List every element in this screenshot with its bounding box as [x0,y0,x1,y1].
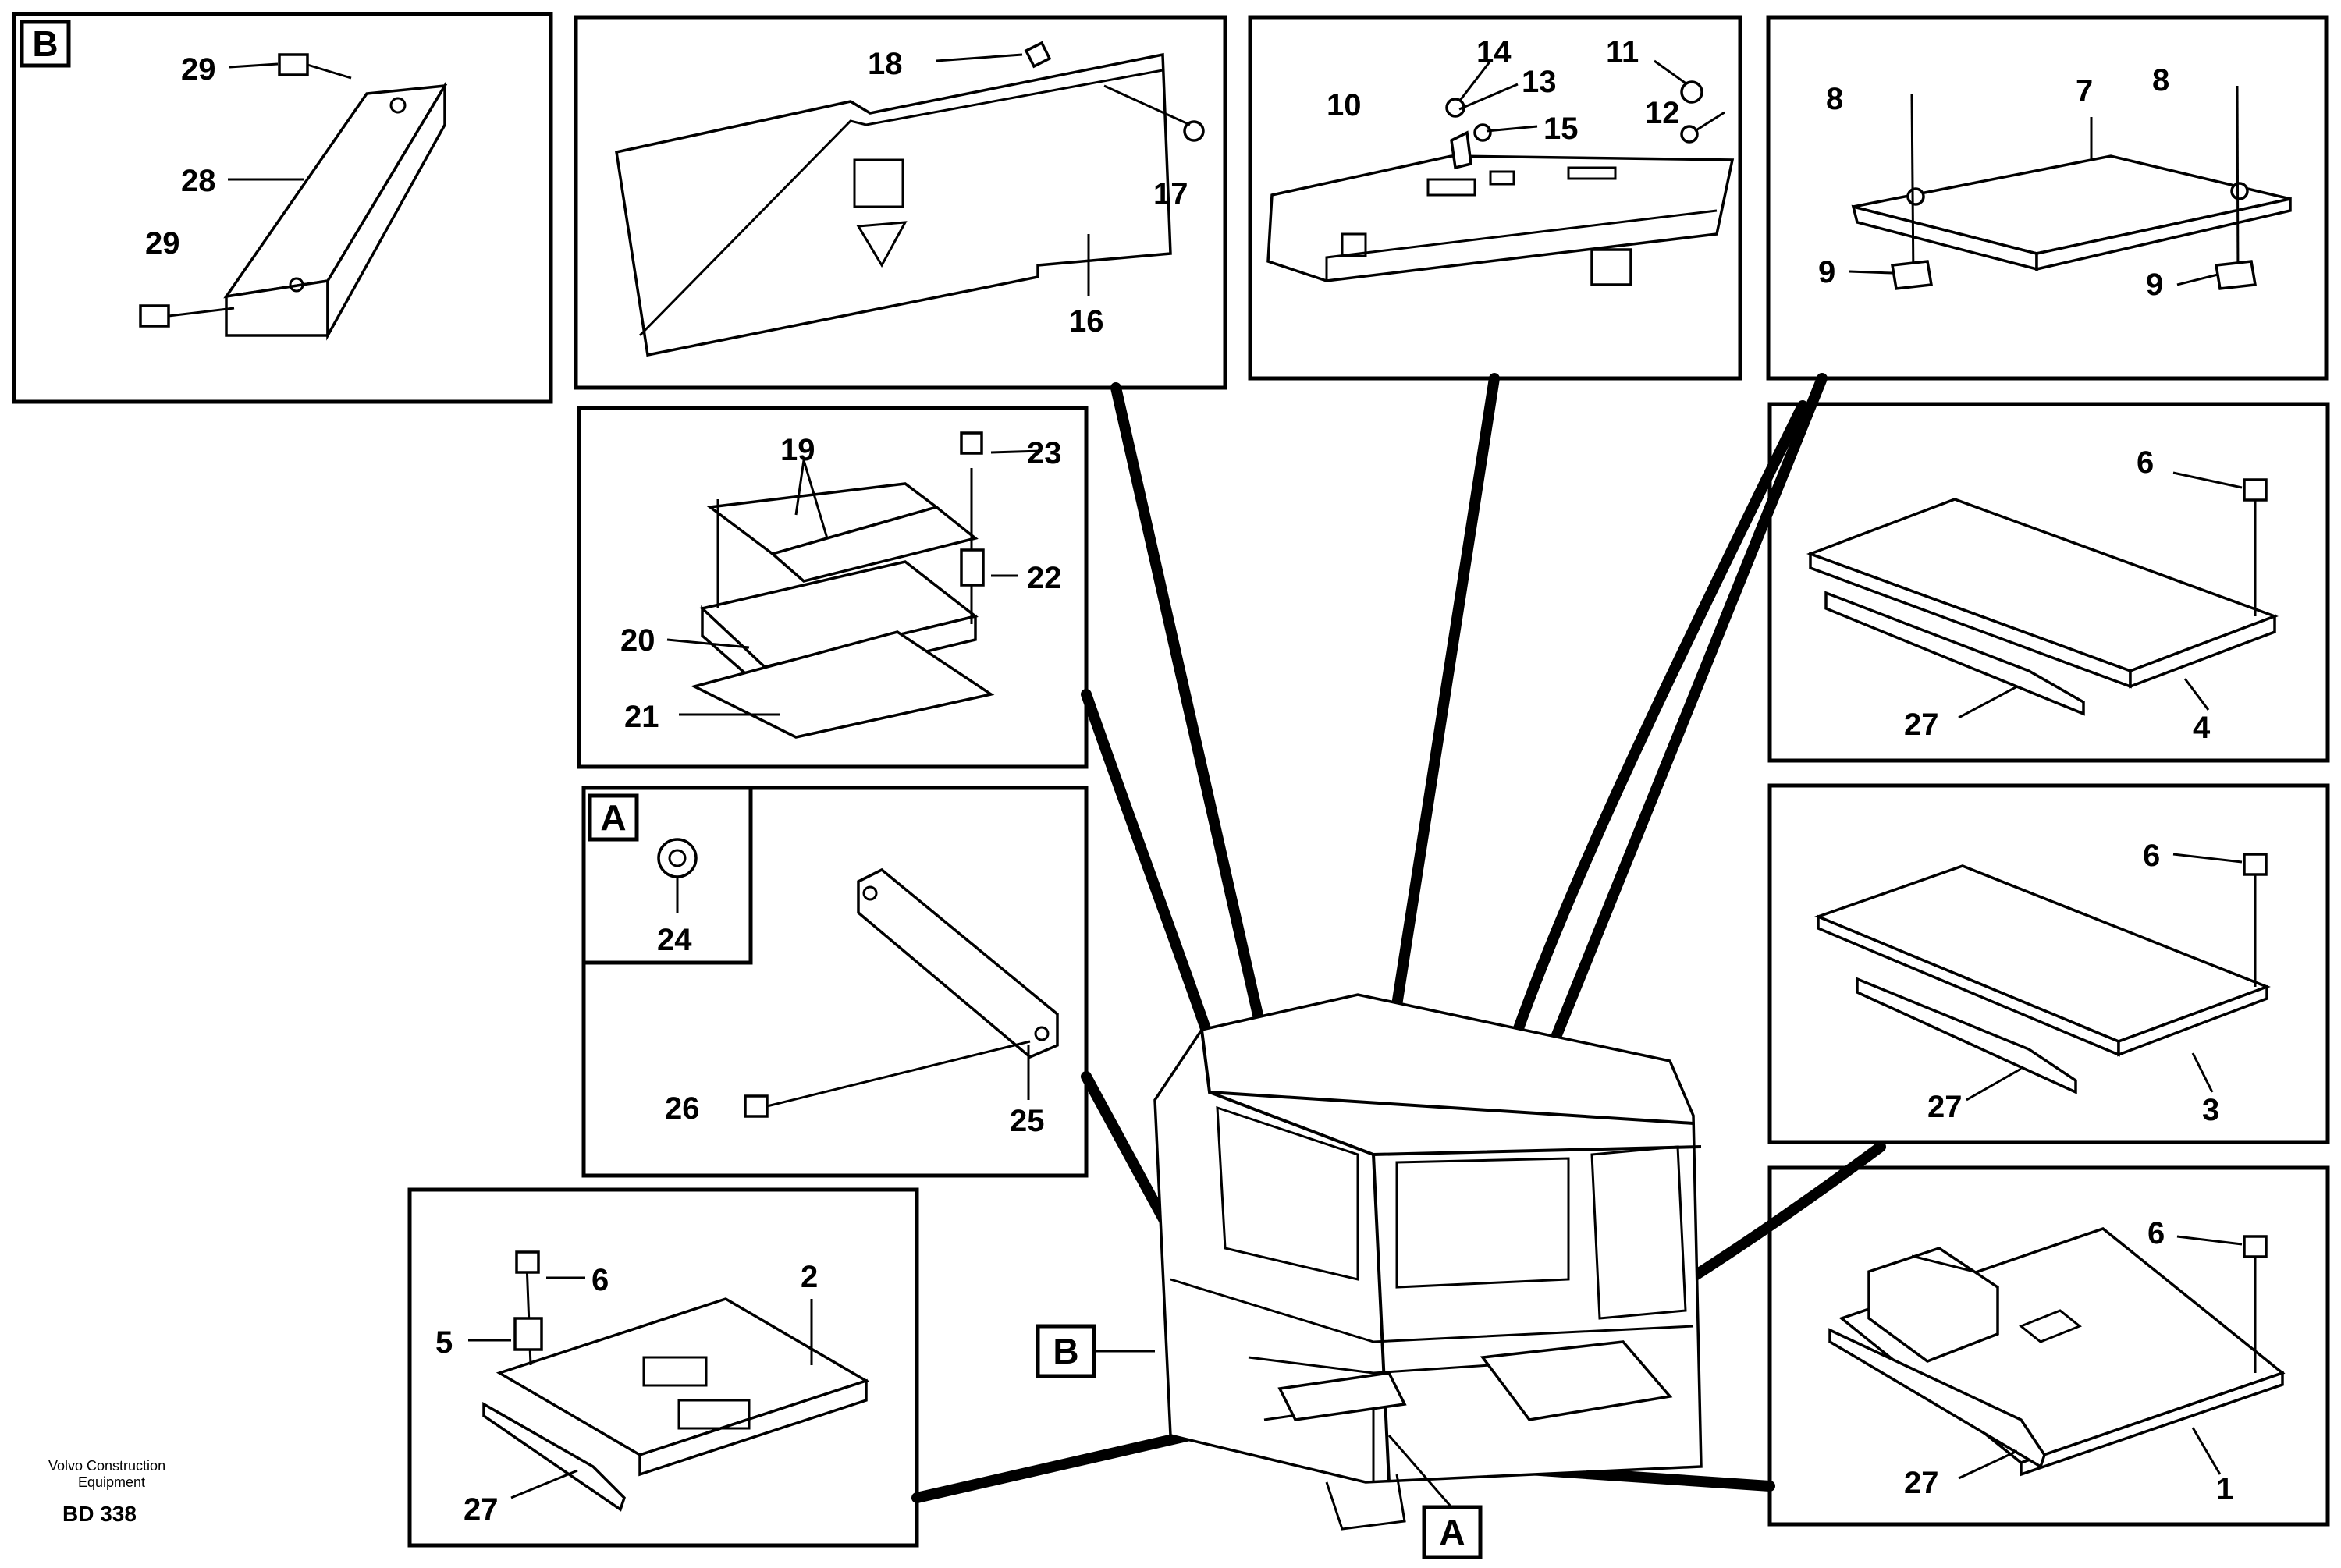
callout-6-panel3: 6 [2143,839,2160,873]
part-1-plate [1828,1227,2286,1480]
callout-23: 23 [1027,436,1062,470]
panel-a-subframe [581,786,753,965]
callout-8-left: 8 [1826,82,1843,116]
panel-b-frame [12,12,553,404]
callout-27-panel4: 27 [1904,708,1939,742]
cab-body [1153,993,1703,1531]
callout-27-panel1: 27 [1904,1466,1939,1500]
callout-29-upper: 29 [181,52,216,87]
part-28-bracket [223,80,448,341]
part-26-bolt [744,1040,1031,1118]
panel-7-frame [1766,15,2329,381]
callout-14: 14 [1476,35,1512,69]
panel-frames [12,12,2330,1548]
part-2-plate [468,1250,870,1512]
brand-line-1: Volvo Construction [48,1458,165,1474]
tag-a-inset-frame [588,793,639,842]
bolt-29-upper [229,53,352,80]
callout-4: 4 [2193,711,2211,745]
callout-19: 19 [780,433,815,467]
tag-b-inset-frame [20,20,71,68]
callout-3: 3 [2202,1093,2219,1127]
callout-22: 22 [1027,561,1062,595]
callout-27-panel2: 27 [464,1492,499,1527]
drawing-code: BD 338 [62,1502,137,1526]
part-3-tray [1814,853,2271,1102]
part-19-20-21-filter-stack [666,431,1043,739]
callout-12: 12 [1645,96,1680,130]
bolt-29-lower [139,304,235,328]
callout-20: 20 [620,623,655,658]
tag-b-inset: B [32,23,58,64]
panel-4-frame [1767,402,2330,763]
callouts: 29 28 29 18 17 16 14 13 15 10 11 12 8 7 … [145,35,2233,1527]
callout-28: 28 [181,164,216,198]
callout-2: 2 [801,1260,818,1294]
callout-26: 26 [665,1091,700,1126]
callout-8-right: 8 [2152,63,2169,98]
callout-9-left: 9 [1818,255,1835,289]
panel-2-frame [407,1187,919,1548]
callout-13: 13 [1522,65,1557,99]
panel-25-frame [581,786,1089,1178]
callout-21: 21 [624,700,659,734]
part-10-plate [1266,59,1735,286]
panel-19-frame [577,406,1089,769]
panel-1-frame [1767,1165,2330,1527]
part-16-cover [615,41,1205,357]
panel-16-frame [574,15,1227,390]
tag-a-inset: A [600,797,626,838]
tag-a-main: A [1439,1512,1465,1552]
callout-17: 17 [1153,177,1188,211]
callout-7: 7 [2076,74,2093,108]
callout-5: 5 [435,1325,453,1360]
callout-16: 16 [1069,304,1104,339]
tag-b-main: B [1053,1331,1078,1371]
callout-6-panel1: 6 [2147,1216,2165,1250]
callout-24: 24 [657,923,692,957]
callout-9-right: 9 [2146,268,2163,302]
callout-6-panel4: 6 [2137,445,2154,480]
part-4-tray [1806,471,2279,719]
part-7-plate [1849,85,2292,290]
callout-29-lower: 29 [145,226,180,261]
brand-line-2: Equipment [78,1474,145,1490]
part-25-plate [857,867,1059,1100]
callout-1: 1 [2216,1472,2233,1506]
callout-27-panel3: 27 [1927,1090,1963,1124]
callout-6-panel2: 6 [591,1263,609,1297]
callout-18: 18 [868,47,903,81]
part-24-plug [657,838,698,913]
callout-11: 11 [1606,35,1639,69]
tag-a-main-frame [1422,1505,1483,1559]
callout-25: 25 [1010,1104,1045,1138]
callout-10: 10 [1327,88,1362,122]
panel-3-frame [1767,783,2330,1144]
callout-15: 15 [1543,112,1579,146]
